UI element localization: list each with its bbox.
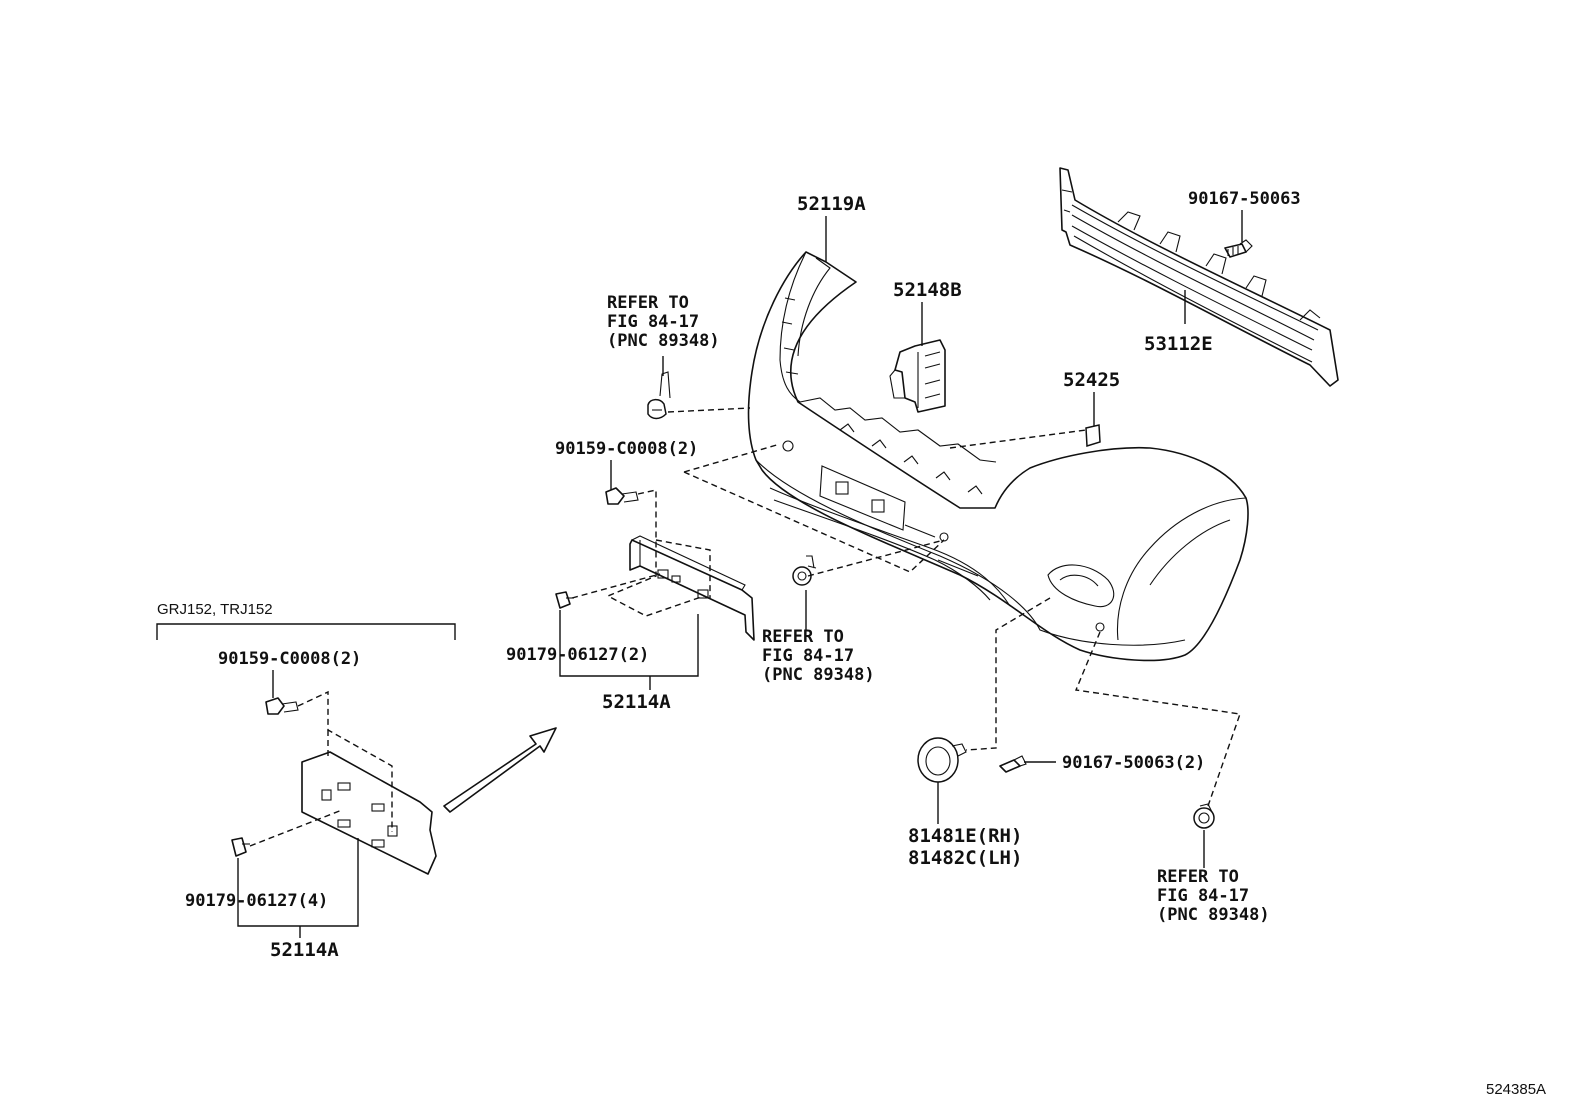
assembly-lines [249,407,1241,847]
figure-id: 524385A [1486,1081,1546,1098]
variant-bracket-line [156,623,456,640]
refer-note-line: FIG 84-17 [762,646,854,666]
label-fog-cover-lh: 81482C(LH) [908,847,1022,869]
label-plate-left: 52114A [270,939,339,961]
nut-left-illustration [231,837,250,857]
label-retainer: 52148B [893,279,962,301]
label-pad: 52425 [1063,369,1120,391]
clip-lower-illustration [1193,803,1215,829]
refer-note-line: FIG 84-17 [1157,886,1249,906]
refer-note-line: (PNC 89348) [762,665,875,685]
radiator-grille-illustration [1059,167,1339,387]
label-fog-cover-rh: 81481E(RH) [908,825,1022,847]
fog-screw-illustration [999,755,1027,773]
clip-upper-illustration [647,371,671,420]
direction-arrow [443,727,557,813]
label-grille-screw: 90167-50063 [1188,189,1301,209]
refer-note-line: REFER TO [1157,867,1239,887]
refer-note-line: FIG 84-17 [607,312,699,332]
fog-lamp-cover-illustration [917,737,967,783]
label-bolt-left: 90159-C0008(2) [218,649,361,669]
refer-note-line: (PNC 89348) [1157,905,1270,925]
label-plate-center: 52114A [602,691,671,713]
retainer-illustration [889,339,946,413]
refer-note-center: REFER TO FIG 84-17 (PNC 89348) [762,627,875,685]
nut-center-illustration [555,591,574,609]
label-variant: GRJ152, TRJ152 [157,601,273,618]
label-nut-left: 90179-06127(4) [185,891,328,911]
bolt-center-illustration [605,487,639,505]
label-fog-screw: 90167-50063(2) [1062,753,1205,773]
refer-note-upper: REFER TO FIG 84-17 (PNC 89348) [607,293,720,351]
pad-illustration [1085,424,1101,447]
label-grille: 53112E [1144,333,1213,355]
license-bracket-center-illustration [629,535,755,641]
leader-lines [237,210,1243,938]
label-bolt-center: 90159-C0008(2) [555,439,698,459]
label-bumper-cover: 52119A [797,193,866,215]
refer-note-lower: REFER TO FIG 84-17 (PNC 89348) [1157,867,1270,925]
clip-center-illustration [792,555,817,586]
bolt-left-illustration [265,697,299,715]
refer-note-line: REFER TO [607,293,689,313]
bumper-cover-illustration [747,251,1249,662]
refer-note-line: REFER TO [762,627,844,647]
label-nut-center: 90179-06127(2) [506,645,649,665]
grille-screw-illustration [1224,239,1253,258]
license-bracket-left-illustration [301,751,437,875]
refer-note-line: (PNC 89348) [607,331,720,351]
